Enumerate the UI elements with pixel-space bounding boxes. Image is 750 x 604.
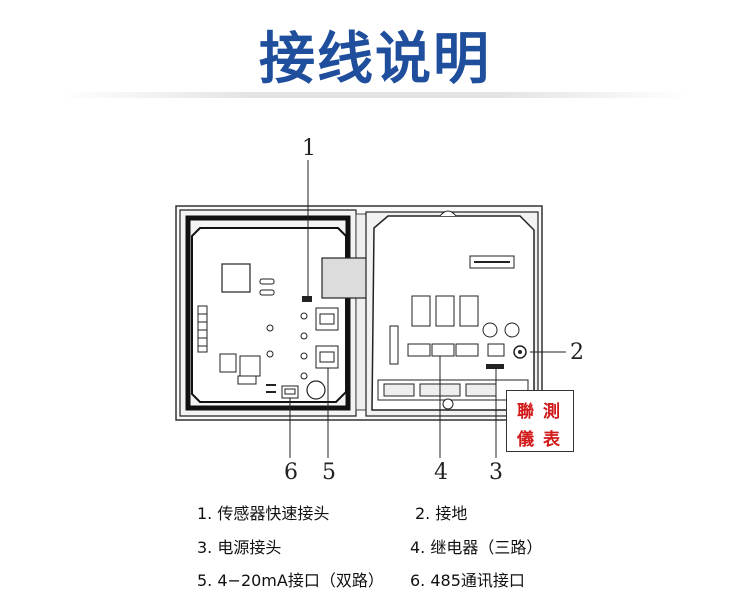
callout-6: 6 (284, 460, 298, 485)
base-housing (365, 210, 539, 417)
stamp-char-1: 聯 (517, 402, 534, 422)
legend-item-2: 2. 接地 (415, 504, 468, 523)
stamp-char-2: 測 (543, 402, 560, 422)
power-terminal (487, 343, 505, 357)
title-divider (60, 92, 690, 98)
callout-3: 3 (489, 460, 503, 485)
callout-1: 1 (302, 136, 316, 161)
stamp-char-4: 表 (543, 430, 560, 450)
legend-item-4: 4. 继电器（三路） (410, 538, 543, 557)
hinge (355, 213, 367, 411)
power-connector-b (315, 345, 339, 369)
sensor-connector-icon (302, 296, 312, 302)
legend-item-5: 5. 4−20mA接口（双路） (197, 571, 384, 590)
leader-lines (289, 160, 566, 458)
legend-item-3: 3. 电源接头 (197, 538, 282, 557)
callout-2: 2 (570, 340, 584, 365)
legend-item-6: 6. 485通讯接口 (410, 571, 525, 590)
callout-4: 4 (434, 460, 448, 485)
stamp-char-3: 儀 (517, 430, 534, 450)
rs485-connector (281, 385, 299, 399)
front-door (179, 209, 357, 417)
legend-item-1: 1. 传感器快速接头 (197, 504, 330, 523)
power-connector-a (315, 307, 339, 331)
relay-terminal-2 (431, 343, 455, 357)
relay-terminal-1 (407, 343, 431, 357)
brand-stamp: 聯 測 儀 表 (506, 390, 574, 452)
page-title: 接线说明 (259, 27, 491, 92)
callout-5: 5 (322, 460, 336, 485)
relay-terminal-3 (455, 343, 479, 357)
